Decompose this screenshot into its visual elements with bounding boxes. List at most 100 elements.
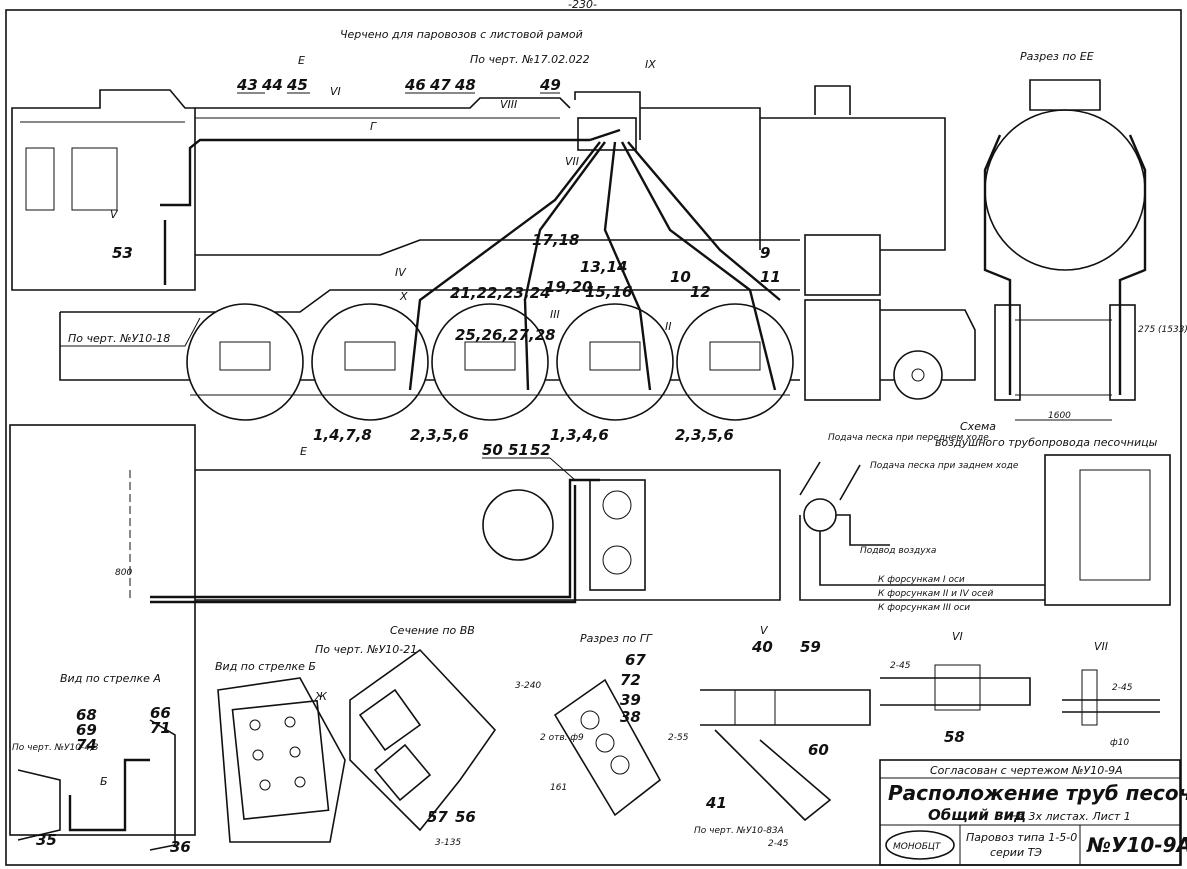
callout-44: 44 [261, 76, 283, 94]
plan-view: 800 50 51 52 [9, 424, 781, 836]
schema-air-supply: Подвод воздуха [860, 546, 936, 556]
dim-1533: (1533) [1158, 325, 1187, 335]
callout-13-14: 13,14 [580, 258, 627, 276]
detail-v-mark: V [760, 624, 769, 637]
section-gg: Разрез по ГГ 67 72 39 38 3-240 2-55 2 от… [515, 632, 689, 817]
schema-reverse: Подача песка при заднем ходе [870, 461, 1019, 471]
detail-vi-weld: 2-45 [890, 661, 911, 671]
detail-vi-58: 58 [944, 728, 965, 746]
detail-b-mark: Ж [314, 690, 328, 703]
callout-46: 46 [404, 76, 426, 94]
callout-48: 48 [454, 76, 476, 94]
callout-43: 43 [236, 76, 258, 94]
header-note: Черчено для паровозов с листовой рамой [340, 28, 583, 41]
detail-v-weld: 2-45 [768, 839, 789, 849]
section-e-mark: Е [298, 54, 305, 67]
roman-iii: III [550, 308, 560, 321]
detail-v-41: 41 [705, 794, 727, 812]
callout-group-1: 1,4,7,8 [313, 426, 372, 444]
roman-marks: I II III IV V VI VII VIII IX X [110, 58, 672, 333]
detail-v-59: 59 [800, 638, 821, 656]
roman-vii: VII [565, 155, 579, 168]
detail-v-ref: По черт. №У10-83А [694, 826, 784, 836]
roman-iv: IV [395, 266, 407, 279]
callout-group-4: 2,3,5,6 [675, 426, 734, 444]
section-gg-dim1: 2 отв. ф9 [540, 733, 584, 743]
callout-21-24: 21,22,23,24 [450, 284, 551, 302]
section-bb-weld: 3-135 [435, 838, 461, 848]
title-block: Согласован с чертежом №У10-9А Расположен… [879, 759, 1187, 866]
section-bb-56: 56 [455, 808, 476, 826]
roman-vi: VI [330, 85, 341, 98]
detail-b-title: Вид по стрелке Б [215, 660, 316, 673]
callout-15-16: 15,16 [585, 283, 632, 301]
detail-view-a: Вид по стрелке А По черт. №У10-4,3 68 69… [12, 672, 191, 856]
detail-a-68: 68 [76, 706, 97, 724]
detail-v-60: 60 [808, 741, 829, 759]
callout-49: 49 [539, 76, 561, 94]
roman-viii: VIII [500, 98, 517, 111]
detail-view-b: Вид по стрелке Б Ж [215, 660, 346, 843]
sand-pipes-main [160, 117, 781, 391]
section-gg-72: 72 [620, 671, 641, 689]
schema-title-2: воздушного трубопровода песочницы [935, 436, 1158, 449]
callout-51: 51 [508, 441, 529, 459]
callout-17-18: 17,18 [532, 231, 579, 249]
section-gg-weld2: 2-55 [668, 733, 689, 743]
section-gg-dim2: 161 [550, 783, 567, 793]
schema-nozzle-3: К форсункам III оси [878, 603, 970, 613]
air-schema: Схема воздушного трубопровода песочницы … [799, 420, 1171, 613]
factory-logo [885, 830, 955, 860]
roman-x: X [399, 290, 408, 303]
roman-ix: IX [645, 58, 656, 71]
title-loco-type: Паровоз типа 1-5-0 [966, 831, 1077, 844]
section-gg-39: 39 [620, 691, 641, 709]
section-bb-57: 57 [427, 808, 448, 826]
callout-9: 9 [760, 244, 770, 262]
detail-a-arrow: Б [100, 775, 108, 788]
ref-drawing-left: По черт. №У10-18 [68, 332, 170, 345]
driving-wheels [186, 303, 794, 421]
part-callouts: 43 44 45 46 47 48 49 53 По черт. №17.02.… [60, 53, 781, 458]
callout-12: 12 [690, 283, 711, 301]
section-gg-weld1: 3-240 [515, 681, 541, 691]
title-sub: Общий вид [928, 806, 1026, 824]
title-sheets: На 3х листах. Лист 1 [1010, 810, 1131, 823]
schema-nozzle-2: К форсункам II и IV осей [878, 589, 993, 599]
locomotive-side-view [11, 85, 976, 401]
callout-53: 53 [112, 244, 133, 262]
detail-a-ref: По черт. №У10-4,3 [12, 743, 99, 753]
detail-a-35: 35 [36, 831, 57, 849]
detail-a-36: 36 [170, 838, 191, 856]
roman-v: V [110, 208, 119, 221]
detail-vii-mark: VII [1094, 640, 1108, 653]
section-ee: Разрез по ЕЕ 1600 275 (1533) [983, 50, 1187, 421]
title-doc-no: №У10-9А [1086, 833, 1187, 857]
callout-11: 11 [760, 268, 781, 286]
dim-1600: 1600 [1048, 411, 1071, 421]
detail-a-66: 66 [150, 704, 171, 722]
roman-ii: II [665, 320, 672, 333]
section-gg-38: 38 [620, 708, 641, 726]
roman-i: I [455, 288, 458, 301]
callout-10: 10 [670, 268, 691, 286]
callout-25-28: 25,26,27,28 [455, 326, 556, 344]
schema-title-1: Схема [960, 420, 996, 433]
detail-vii-weld: 2-45 [1112, 683, 1133, 693]
callout-47: 47 [429, 76, 451, 94]
callout-45: 45 [286, 76, 308, 94]
schema-nozzle-1: К форсункам I оси [878, 575, 965, 585]
section-bb-ref: По черт. №У10-21 [315, 643, 417, 656]
title-main: Расположение труб песочницы [888, 781, 1187, 805]
callout-group-3: 1,3,4,6 [550, 426, 609, 444]
detail-a-title: Вид по стрелке А [60, 672, 161, 685]
sheet-number: -230- [568, 0, 597, 11]
ref-drawing-top: По черт. №17.02.022 [470, 53, 590, 66]
schema-forward: Подача песка при переднем ходе [828, 433, 989, 443]
section-bb: Сечение по ВВ По черт. №У10-21 57 56 3-1… [315, 624, 497, 848]
title-series: серии ТЭ [990, 846, 1042, 859]
section-e-mark-bottom: Е [300, 445, 307, 458]
callout-50: 50 [482, 441, 503, 459]
dim-275: 275 [1138, 325, 1155, 335]
